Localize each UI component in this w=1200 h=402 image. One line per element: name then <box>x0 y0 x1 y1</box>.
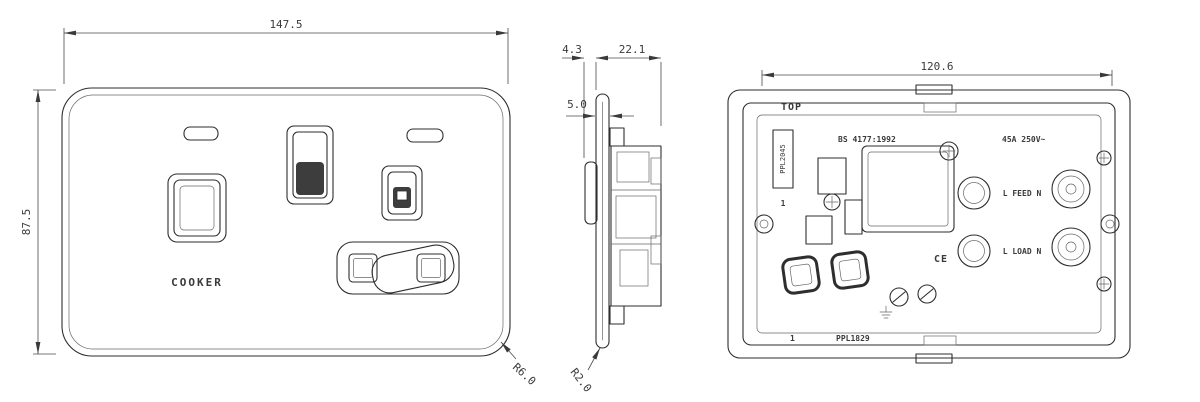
side-mechanism <box>609 127 662 325</box>
switch-mechanism-box <box>844 145 955 235</box>
front-corner-radius-callout: R6.0 <box>500 341 538 388</box>
left-mounting-lug <box>754 214 774 234</box>
front-plate-outline <box>61 87 511 357</box>
side-plate-value: 5.0 <box>567 98 587 111</box>
load-label: L LOAD N <box>1003 247 1042 256</box>
back-width-dimension: 120.6 <box>761 60 1113 86</box>
back-plate-outline <box>727 89 1131 359</box>
front-view: 147.5 87.5 COOKER <box>20 18 538 388</box>
back-width-value: 120.6 <box>920 60 953 73</box>
cooker-label: COOKER <box>171 276 223 289</box>
right-mounting-lug <box>1100 214 1120 234</box>
side-rocker-profile <box>584 161 598 225</box>
socket-switch <box>381 165 423 221</box>
frame-screw-right-top <box>1096 150 1112 166</box>
neon-assembly <box>805 157 847 245</box>
side-corner-radius-callout: R2.0 <box>568 347 601 395</box>
standard-label: BS 4177:1992 <box>838 135 896 144</box>
socket-shutter-outline <box>371 244 455 294</box>
back-top-notch <box>923 102 957 113</box>
switch-screw <box>939 141 959 161</box>
front-radius-value: R6.0 <box>510 361 538 388</box>
side-faceplate-profile <box>584 93 610 349</box>
cooker-switch-rocker <box>167 173 227 243</box>
feed-label: L FEED N <box>1003 189 1042 198</box>
top-label: TOP <box>781 102 802 113</box>
side-plate-thickness-dimension: 5.0 <box>566 98 634 119</box>
back-frame-outline <box>742 102 1116 346</box>
part-code-side-box: PPL2045 <box>772 129 794 189</box>
back-bottom-tab <box>915 353 953 364</box>
cable-clamp-right <box>830 250 870 290</box>
side-depth-value: 22.1 <box>619 43 646 56</box>
clamp-screw-left <box>889 287 909 307</box>
rating-label: 45A 250V~ <box>1002 135 1046 144</box>
part-code-side-value: PPL2045 <box>779 144 787 174</box>
feed-terminals: L FEED N <box>957 169 1091 210</box>
main-rocker-switch <box>286 125 334 205</box>
front-width-dimension: 147.5 <box>63 18 509 84</box>
earth-symbol <box>879 305 893 319</box>
gang-number: 1 <box>781 199 786 208</box>
front-width-value: 147.5 <box>269 18 302 31</box>
front-height-value: 87.5 <box>20 209 33 236</box>
front-height-dimension: 87.5 <box>20 89 56 355</box>
side-radius-value: R2.0 <box>568 366 595 395</box>
socket-outlet <box>336 241 460 295</box>
side-bezel-dimension: 4.3 <box>562 43 597 158</box>
side-view: 4.3 22.1 5.0 <box>562 43 662 395</box>
back-inner-outline <box>756 114 1102 334</box>
socket-pin-right <box>416 253 446 283</box>
back-bottom-notch <box>923 335 957 346</box>
back-top-tab <box>915 84 953 95</box>
side-bezel-value: 4.3 <box>562 43 582 56</box>
cable-clamp-left <box>781 255 821 295</box>
cooker-neon-indicator <box>183 126 219 141</box>
bottom-index: 1 <box>790 334 795 343</box>
back-view: 120.6 TOP PPL2045 1 BS 4177:1992 45A 250… <box>727 60 1131 364</box>
part-code-bottom-value: PPL1829 <box>836 334 870 343</box>
frame-screw-right-bottom <box>1096 276 1112 292</box>
load-terminals: L LOAD N <box>957 227 1091 268</box>
front-plate-inner-outline <box>68 94 504 350</box>
side-depth-dimension: 22.1 <box>596 43 662 126</box>
ce-mark: CE <box>934 254 948 265</box>
socket-neon-indicator <box>406 128 444 143</box>
clamp-screw-right <box>917 284 937 304</box>
socket-pin-left <box>348 253 378 283</box>
